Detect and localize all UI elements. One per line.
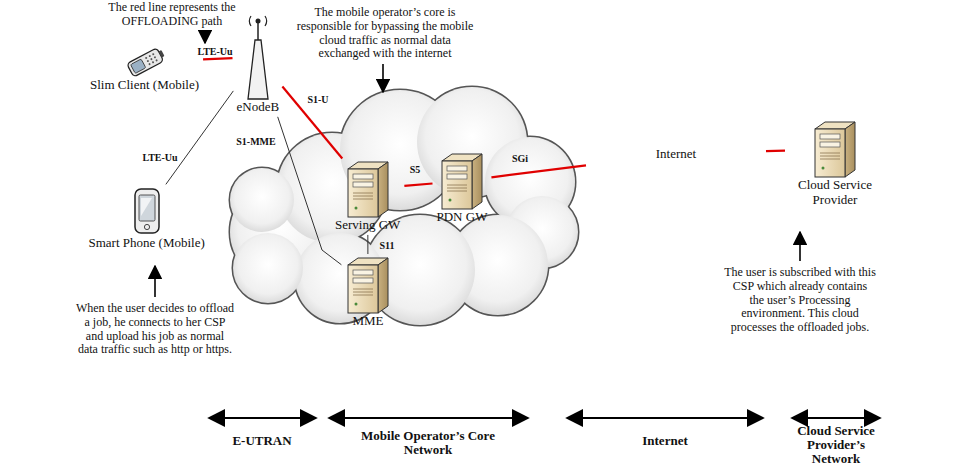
server-node: Serving GW [333, 160, 402, 233]
section-label: Mobile Operator’s Core Network [338, 429, 518, 457]
annotation-note: When the user decides to offload a job, … [75, 302, 235, 357]
annotation-note: The mobile operator’s core is responsibl… [296, 6, 474, 61]
node-label: Internet [588, 147, 764, 162]
server-node: Cloud Service Provider [787, 120, 883, 208]
node-label: Smart Phone (Mobile) [89, 236, 205, 251]
smart-icon [132, 186, 162, 236]
offloading-link [766, 149, 785, 152]
interface-label: S1-U [307, 95, 328, 105]
server-icon [345, 256, 391, 314]
node-label: Cloud Service Provider [789, 178, 881, 208]
server-icon [812, 120, 858, 178]
mobile-client-node: Slim Client (Mobile) [88, 46, 201, 93]
server-node: MME [343, 256, 393, 329]
interface-label: LTE-Uu [197, 47, 232, 57]
mobile-client-node: Smart Phone (Mobile) [87, 186, 207, 251]
network-link [367, 235, 368, 254]
interface-label: S5 [410, 165, 421, 175]
offloading-link [491, 165, 586, 177]
offloading-link [203, 58, 232, 59]
server-icon [345, 160, 391, 218]
core-network-cloud [230, 87, 578, 325]
node-label: Serving GW [335, 218, 400, 233]
network-link [278, 117, 342, 265]
slim-icon [122, 46, 168, 78]
annotation-note: The user is subscribed with this CSP whi… [724, 266, 876, 335]
network-link [166, 91, 233, 184]
internet-cloud: Internet [588, 96, 764, 212]
interface-label: LTE-Uu [142, 153, 177, 163]
section-brackets [209, 417, 880, 419]
interface-label: SGi [512, 154, 528, 164]
offloading-link [404, 183, 432, 185]
node-label: MME [345, 314, 391, 329]
antenna-icon [240, 14, 276, 100]
section-label: E-UTRAN [207, 434, 317, 448]
section-label: Internet [605, 434, 725, 448]
base-station-node: eNodeB [235, 14, 282, 115]
node-label: eNodeB [237, 100, 280, 115]
leader-arrows [155, 32, 800, 297]
annotation-note: The red line represents the OFFLOADING p… [97, 1, 247, 29]
node-label: Slim Client (Mobile) [90, 78, 199, 93]
interface-label: S1-MME [236, 137, 275, 147]
interface-label: S11 [379, 241, 394, 251]
section-label: Cloud Service Provider’s Network [786, 424, 886, 466]
server-icon [439, 152, 485, 210]
server-node: PDN GW [435, 152, 490, 225]
offloading-link [282, 87, 342, 159]
node-label: PDN GW [437, 210, 488, 225]
